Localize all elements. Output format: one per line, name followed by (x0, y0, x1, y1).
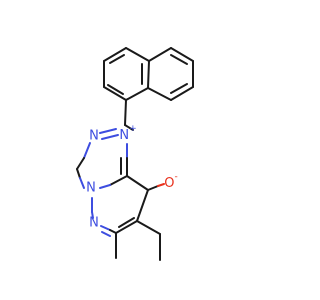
bond (125, 87, 149, 101)
bond (136, 189, 149, 222)
bond (109, 229, 117, 234)
atom-n-pyridazine: N (89, 216, 99, 231)
naphthalene-ring-left (103, 47, 150, 101)
bond (124, 124, 134, 131)
bond-double-inner (107, 84, 124, 95)
bond-double-inner (170, 54, 188, 65)
bond-double-inner (109, 54, 125, 64)
pyridazine-ring (91, 175, 149, 237)
bond (136, 220, 161, 235)
molecule-diagram: N+ N N N O- (76, 47, 194, 261)
bond (170, 47, 194, 62)
bond (79, 177, 85, 189)
ethyl-group (136, 220, 161, 261)
triazolium-ring (76, 128, 128, 189)
bond (91, 211, 94, 219)
bond (147, 87, 172, 101)
atom-n-plus: N+ (119, 124, 136, 143)
bond (157, 183, 165, 187)
naphthalene-ring-right (147, 47, 194, 101)
atom-n-bridge: N (86, 181, 96, 196)
atom-o-minus: O- (164, 172, 177, 191)
bond (109, 175, 128, 186)
methylene-linker (124, 99, 134, 131)
bond (147, 60, 150, 89)
bond (126, 175, 149, 191)
bond-double-inner (118, 217, 135, 228)
bond (147, 185, 159, 191)
molecule-structure: N+ N N N O- (76, 47, 194, 261)
bond (76, 157, 85, 170)
bond (99, 128, 117, 134)
bond (125, 47, 150, 62)
bond (124, 99, 127, 126)
bond (115, 220, 138, 234)
bond-double-inner (101, 231, 111, 237)
bond (103, 47, 127, 62)
atom-n-triazole: N (89, 129, 99, 144)
bond (99, 184, 111, 189)
bond (148, 47, 172, 62)
bond (100, 225, 111, 231)
bond (103, 86, 127, 101)
bond (76, 168, 81, 179)
bond (170, 86, 194, 101)
bond-double-inner (170, 83, 188, 94)
bond (83, 142, 91, 159)
bond-double-inner (101, 134, 119, 140)
